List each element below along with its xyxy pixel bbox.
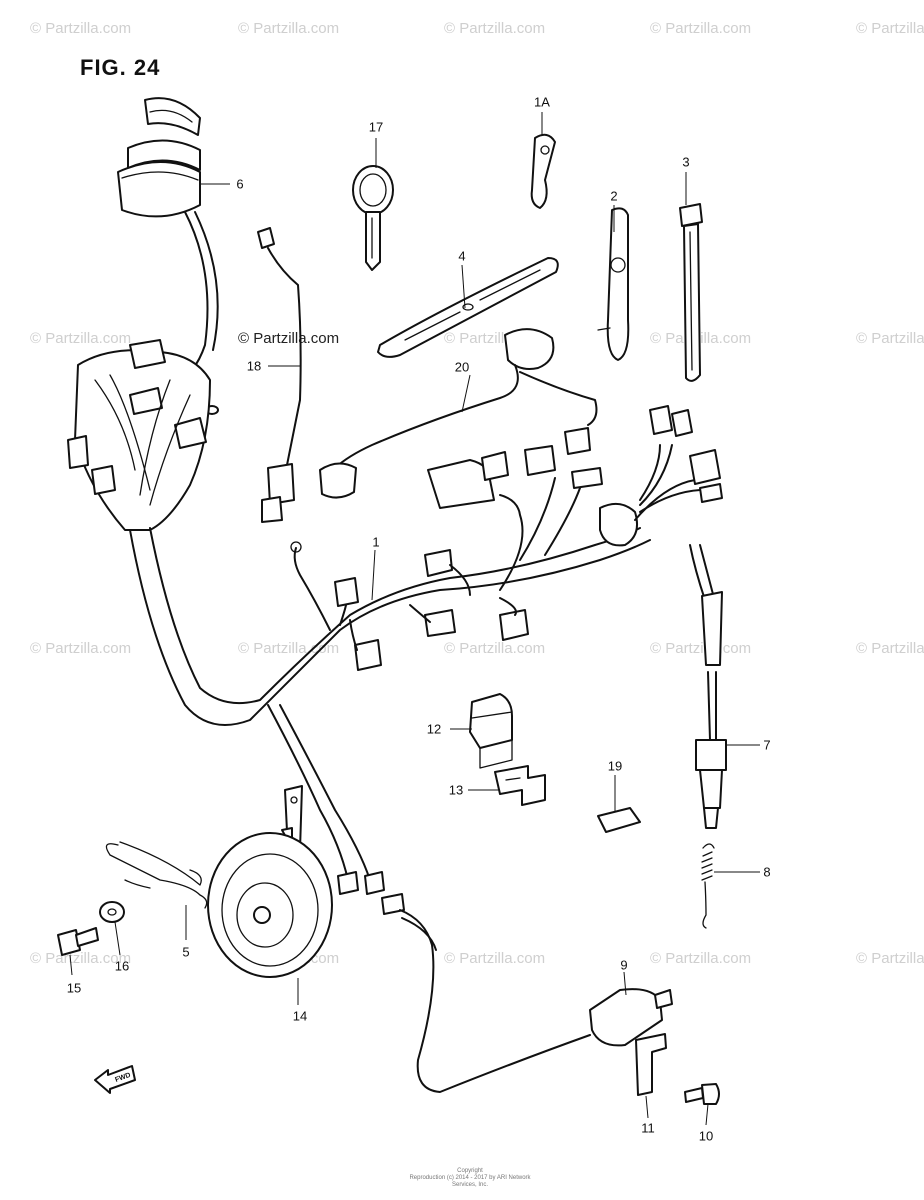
footer-copyright: Copyright Reproduction (c) 2014 - 2017 b… xyxy=(400,1168,540,1189)
watermark: © Partzilla.com xyxy=(650,330,752,347)
watermark: © Partzilla.com xyxy=(444,20,546,37)
clamp-2 xyxy=(597,207,630,361)
callout-11: 11 xyxy=(641,1120,655,1136)
relay-12 xyxy=(469,693,513,769)
figure-title: FIG. 24 xyxy=(80,55,161,80)
brake-switch-9 xyxy=(381,893,673,1093)
bracket-11 xyxy=(635,1033,667,1096)
bracket-13 xyxy=(494,765,546,806)
watermark: © Partzilla.com xyxy=(444,950,546,967)
callout-6: 6 xyxy=(236,176,244,192)
watermark: © Partzilla.com xyxy=(650,20,752,37)
callout-4: 4 xyxy=(458,248,466,264)
callout-5: 5 xyxy=(182,944,190,960)
callout-13: 13 xyxy=(448,782,464,798)
footer-line-1: Copyright xyxy=(457,1168,483,1174)
watermark: © Partzilla.com xyxy=(650,950,752,967)
washer-16 xyxy=(99,901,125,923)
callout-16: 16 xyxy=(114,958,130,974)
spring-8 xyxy=(701,843,715,929)
ignition-switch xyxy=(117,97,219,415)
callout-9: 9 xyxy=(620,957,628,973)
callout-17: 17 xyxy=(368,119,384,135)
screw-10 xyxy=(684,1083,720,1105)
callout-10: 10 xyxy=(698,1128,714,1144)
callout-14: 14 xyxy=(292,1008,308,1024)
spark-plug-cap-20 xyxy=(319,328,598,499)
watermark: © Partzilla.com xyxy=(30,640,132,657)
forward-arrow-icon: FWD xyxy=(94,1065,136,1094)
footer-line-2: Reproduction (c) 2014 - 2017 by ARI Netw… xyxy=(409,1175,531,1188)
wiring-harness-1 xyxy=(67,339,723,895)
bracket-4 xyxy=(377,257,559,358)
band-3 xyxy=(679,203,703,382)
callout-2: 2 xyxy=(610,188,618,204)
callout-20: 20 xyxy=(454,359,470,375)
leader-lines xyxy=(69,112,760,1126)
ignition-key xyxy=(352,165,394,271)
watermark: © Partzilla.com xyxy=(856,640,924,657)
watermark: © Partzilla.com xyxy=(238,330,340,347)
watermark: © Partzilla.com xyxy=(856,330,924,347)
callout-3: 3 xyxy=(682,154,690,170)
neutral-switch-7 xyxy=(689,544,727,829)
callout-8: 8 xyxy=(763,864,771,880)
bolt-15 xyxy=(57,927,99,956)
clamp-1a xyxy=(530,133,556,209)
watermark: © Partzilla.com xyxy=(856,950,924,967)
watermark: © Partzilla.com xyxy=(238,640,340,657)
watermark: © Partzilla.com xyxy=(650,640,752,657)
lead-wire-18 xyxy=(257,227,302,523)
pad-19 xyxy=(597,807,641,833)
horn-14 xyxy=(207,785,333,978)
watermark: © Partzilla.com xyxy=(30,950,132,967)
watermark: © Partzilla.com xyxy=(30,330,132,347)
callout-7: 7 xyxy=(763,737,771,753)
callout-12: 12 xyxy=(426,721,442,737)
callout-1: 1 xyxy=(372,534,380,550)
callout-18: 18 xyxy=(246,358,262,374)
callout-19: 19 xyxy=(607,758,623,774)
watermark: © Partzilla.com xyxy=(444,640,546,657)
watermark: © Partzilla.com xyxy=(856,20,924,37)
watermark: © Partzilla.com xyxy=(238,20,340,37)
callout-1a: 1A xyxy=(534,94,550,110)
band-5 xyxy=(105,841,208,909)
callout-15: 15 xyxy=(66,980,82,996)
watermark: © Partzilla.com xyxy=(30,20,132,37)
